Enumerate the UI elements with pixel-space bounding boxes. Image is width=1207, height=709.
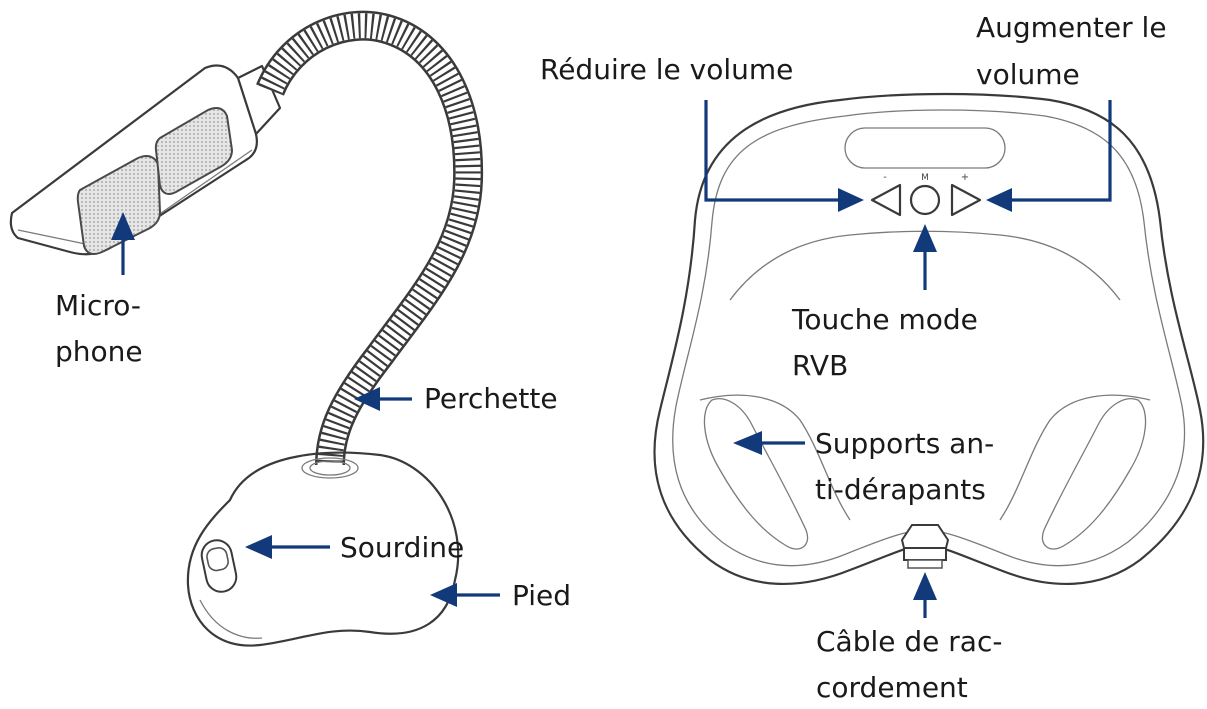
microphone-grille-rear [154, 107, 234, 195]
label-microphone-line1: Micro- [55, 289, 141, 322]
annotation-labels: Micro- phone Perchette Sourdine Pied Réd… [55, 11, 1167, 704]
label-microphone-line2: phone [55, 335, 143, 368]
annotation-arrows [111, 100, 1112, 618]
base-outer-shell [653, 92, 1205, 586]
label-augmenter-line2: volume [976, 58, 1080, 91]
microphone-head [9, 64, 258, 256]
microphone-grille-front [76, 155, 162, 255]
button-cluster: - M + [870, 172, 982, 217]
label-supports-line1: Supports an- [815, 427, 994, 460]
plus-mark: + [961, 172, 969, 183]
label-touche-line1: Touche mode [791, 303, 978, 336]
microphone-base [186, 451, 460, 647]
base-top-view: - M + [653, 92, 1205, 586]
label-augmenter-line1: Augmenter le [976, 11, 1167, 44]
mute-switch [200, 539, 238, 593]
label-sourdine: Sourdine [340, 531, 464, 564]
anti-slip-pad-left [703, 398, 809, 550]
anti-slip-pad-right [1041, 398, 1147, 550]
label-touche-line2: RVB [792, 349, 848, 382]
label-perchette: Perchette [424, 382, 558, 415]
minus-mark: - [883, 172, 887, 183]
label-supports-line2: ti-dérapants [815, 473, 986, 506]
label-reduire-volume: Réduire le volume [540, 53, 793, 86]
label-pied: Pied [512, 579, 571, 612]
volume-down-button [870, 183, 902, 217]
label-cable-line1: Câble de rac- [816, 625, 1002, 658]
mode-mark: M [921, 173, 929, 183]
cable-connector [900, 524, 950, 569]
label-cable-line2: cordement [816, 671, 968, 704]
volume-up-button [950, 183, 982, 217]
microphone-illustration [9, 10, 484, 647]
rgb-mode-button [909, 184, 941, 216]
